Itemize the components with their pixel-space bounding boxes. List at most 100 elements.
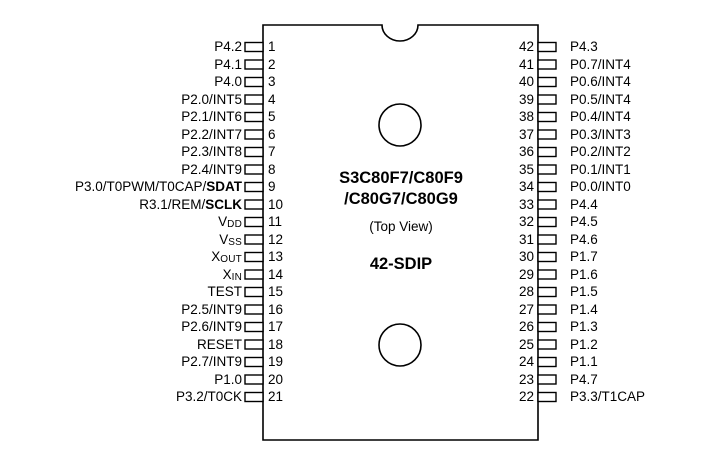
pin-lead-6 [244,129,264,140]
pin-8-signal: P2.4/INT9 [181,161,242,178]
pin-10-signal: R3.1/REM/SCLK [139,196,242,213]
pin-28-signal: P1.5 [570,284,598,301]
pin-34-signal: P0.0/INT0 [570,179,631,196]
pin-lead-31 [537,234,557,245]
pin-label-text: XIN [222,266,242,283]
pin-number-13: 13 [268,249,284,265]
pin-label-text: P4.1 [214,56,242,72]
pin-lead-41 [537,59,557,70]
pin-5-signal: P2.1/INT6 [181,109,242,126]
pin-lead-26 [537,321,557,333]
pin-label-text: RESET [196,336,242,352]
pin-number-26: 26 [518,319,534,335]
pin-label-text: P4.5 [570,214,598,230]
pin-6-signal: P2.2/INT7 [181,126,242,143]
pin-number-17: 17 [268,319,284,335]
pin-22-signal: P3.3/T1CAP [570,389,645,406]
pin-label-text: XOUT [211,249,242,265]
pin-3-signal: P4.0 [214,74,242,91]
pin-number-36: 36 [518,144,534,160]
chip-body-outline [262,24,539,441]
pin-20-signal: P1.0 [214,371,242,388]
pin-label-text: P0.0/INT0 [570,179,631,195]
pin-label-text: VDD [218,214,242,230]
pin-number-18: 18 [268,336,284,352]
pin-label-text: P0.5/INT4 [570,91,631,107]
pin-number-11: 11 [268,214,283,230]
pin-label-text: P1.2 [570,336,598,352]
pin-27-signal: P1.4 [570,301,598,318]
pin-number-2: 2 [268,56,276,72]
pin-label-text: P0.3/INT3 [570,126,631,142]
pin-lead-11 [244,216,264,228]
pin-33-signal: P4.4 [570,196,598,213]
pin-17-signal: P2.6/INT9 [181,319,242,336]
pin-21-signal: P3.2/T0CK [176,389,242,406]
pin-label-text: P0.6/INT4 [570,74,631,90]
pin-24-signal: P1.1 [570,354,598,371]
pin-label-text: P4.2 [214,39,242,55]
pin-lead-14 [244,269,264,280]
pin-lead-40 [537,76,557,88]
pin-number-5: 5 [268,109,276,125]
chip-view-label: (Top View) [369,219,433,234]
pin-label-text: P1.5 [570,284,598,300]
pin-lead-23 [537,374,557,385]
pin-label-text: P2.6/INT9 [181,319,242,335]
pin-number-37: 37 [518,126,534,142]
pin-lead-39 [537,94,557,105]
pin-label-text: P1.1 [570,354,598,370]
chip-title-line-1: S3C80F7/C80F9 [339,169,463,187]
pin-lead-25 [537,339,557,350]
pin-label-text: P2.4/INT9 [181,161,242,177]
pin-lead-13 [244,251,264,263]
pin-number-32: 32 [518,214,534,230]
pin-7-signal: P2.3/INT8 [181,144,242,161]
pin-label-text: P1.4 [570,301,598,317]
pin-number-30: 30 [518,249,534,265]
pin-12-signal: VSS [219,231,242,248]
pin-number-1: 1 [268,39,276,55]
pin-42-signal: P4.3 [570,39,598,56]
pin-number-41: 41 [518,56,534,72]
pin-lead-16 [244,304,264,315]
pin-number-14: 14 [268,266,284,282]
pin-lead-30 [537,251,557,263]
pin-lead-3 [244,76,264,88]
pin-11-signal: VDD [218,214,242,231]
pin-label-text: VSS [219,231,242,248]
pin-label-text: P1.6 [570,266,598,282]
pin-lead-21 [244,391,264,403]
pin-35-signal: P0.1/INT1 [570,161,631,178]
pin-37-signal: P0.3/INT3 [570,126,631,143]
pin-number-39: 39 [518,91,534,107]
lead-group-left [244,41,264,403]
pin-number-16: 16 [268,301,284,317]
pin-number-31: 31 [518,231,534,247]
pin-16-signal: P2.5/INT9 [181,301,242,318]
marker-circle-bottom [378,323,422,367]
pin-label-text: P0.2/INT2 [570,144,631,160]
chip-center-text: S3C80F7/C80F9 /C80G7/C80G9 (Top View) 42… [265,168,537,274]
lead-group-right [537,41,557,403]
pin-41-signal: P0.7/INT4 [570,56,631,73]
pin-number-33: 33 [518,196,534,212]
pin-lead-1 [244,41,264,53]
pin-lead-10 [244,199,264,210]
pin-number-42: 42 [518,39,534,55]
pin-lead-35 [537,164,557,175]
pin-lead-20 [244,374,264,385]
pin-36-signal: P0.2/INT2 [570,144,631,161]
pin-label-text: P0.1/INT1 [570,161,631,177]
pin-number-3: 3 [268,74,276,90]
pin-19-signal: P2.7/INT9 [181,354,242,371]
pin-lead-37 [537,129,557,140]
pin-lead-17 [244,321,264,333]
pin-15-signal: TEST [207,284,242,301]
pin-lead-22 [537,391,557,403]
pin-lead-2 [244,59,264,70]
pin-label-text: P1.7 [570,249,598,265]
pin-number-12: 12 [268,231,284,247]
pin-lead-33 [537,199,557,210]
pin-label-text: P3.2/T0CK [175,389,242,405]
